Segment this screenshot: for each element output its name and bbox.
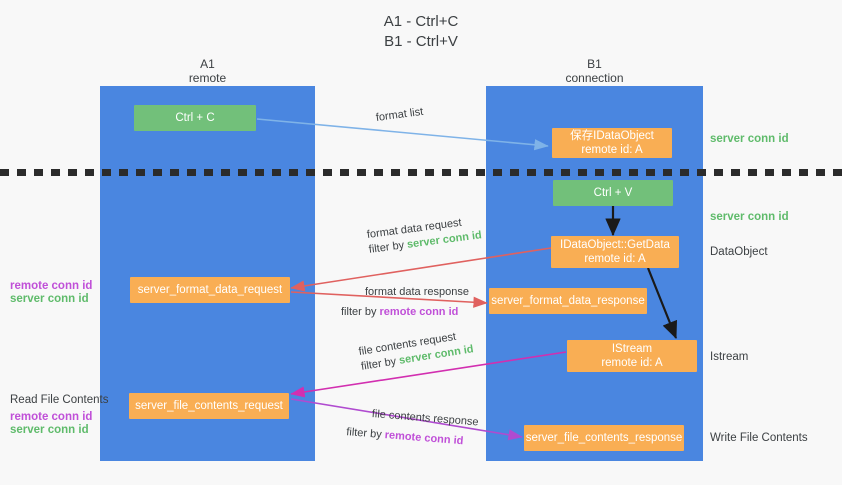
node-idataobject-getdata[interactable]: IDataObject::GetData remote id: A [551, 236, 679, 268]
node-idataobject-getdata-subtitle: remote id: A [584, 253, 646, 265]
column-a1-name: A1 [200, 57, 215, 71]
node-server-file-contents-response[interactable]: server_file_contents_response [524, 425, 684, 451]
node-idataobject-getdata-title: IDataObject::GetData [560, 239, 670, 251]
filter-prefix: filter by [341, 306, 380, 318]
note-server-conn-id-mid: server conn id [710, 211, 789, 223]
note-istream: Istream [710, 351, 749, 363]
node-ctrl-v[interactable]: Ctrl + V [553, 180, 673, 206]
node-server-file-contents-request[interactable]: server_file_contents_request [129, 393, 289, 419]
node-server-format-data-request[interactable]: server_format_data_request [130, 277, 290, 303]
filter-key-remote-conn-id: remote conn id [379, 306, 459, 318]
column-a1-role: remote [188, 71, 227, 85]
edge-label-format-list: format list [375, 105, 424, 124]
node-istream[interactable]: IStream remote id: A [567, 340, 697, 372]
note-remote-conn-id-upper: remote conn id [10, 280, 93, 292]
node-server-format-data-response[interactable]: server_format_data_response [489, 288, 647, 314]
filter-prefix: filter by [368, 238, 408, 256]
title-line-2: B1 - Ctrl+V [384, 33, 458, 50]
node-server-format-data-request-label: server_format_data_request [137, 284, 283, 296]
node-server-file-contents-request-label: server_file_contents_request [135, 400, 283, 412]
node-ctrl-c[interactable]: Ctrl + C [134, 105, 256, 131]
filter-key-remote-conn-id: remote conn id [384, 429, 464, 448]
edge-label-format-data-response: format data response filter by remote co… [341, 285, 469, 320]
node-istream-title: IStream [611, 343, 653, 355]
node-istream-subtitle: remote id: A [601, 357, 663, 369]
edge-label-file-contents-response-line1: file contents response [371, 408, 479, 429]
node-ctrl-c-label: Ctrl + C [175, 112, 215, 124]
node-save-idataobject[interactable]: 保存IDataObject remote id: A [552, 128, 672, 158]
edge-label-file-contents-request: file contents request filter by server c… [358, 327, 475, 374]
note-dataobject: DataObject [710, 246, 768, 258]
note-server-conn-id-top: server conn id [710, 133, 789, 145]
filter-prefix: filter by [345, 426, 386, 442]
edge-label-format-data-request: format data request filter by server con… [366, 213, 483, 258]
note-server-conn-id-upper: server conn id [10, 293, 89, 305]
node-ctrl-v-label: Ctrl + V [593, 187, 633, 199]
node-save-idataobject-subtitle: remote id: A [581, 144, 643, 156]
column-b1-name: B1 [587, 57, 602, 71]
edge-label-file-contents-response: file contents response filter by remote … [346, 407, 479, 450]
note-server-conn-id-lower: server conn id [10, 424, 89, 436]
edge-label-format-data-response-line1: format data response [365, 286, 469, 298]
column-b1-role: connection [565, 71, 624, 85]
note-remote-conn-id-lower: remote conn id [10, 411, 93, 423]
edge-label-format-data-response-filter: filter by remote conn id [341, 305, 469, 320]
note-read-file-contents: Read File Contents [10, 394, 109, 406]
column-header-b1: B1 connection [486, 57, 703, 85]
column-header-a1: A1 remote [100, 57, 315, 85]
node-server-file-contents-response-label: server_file_contents_response [525, 432, 683, 444]
node-server-format-data-response-label: server_format_data_response [491, 295, 645, 307]
phase-divider [0, 169, 842, 176]
title-line-1: A1 - Ctrl+C [383, 13, 459, 30]
note-write-file-contents: Write File Contents [710, 432, 808, 444]
node-save-idataobject-title: 保存IDataObject [570, 130, 654, 142]
page-title: A1 - Ctrl+C B1 - Ctrl+V [0, 12, 842, 52]
